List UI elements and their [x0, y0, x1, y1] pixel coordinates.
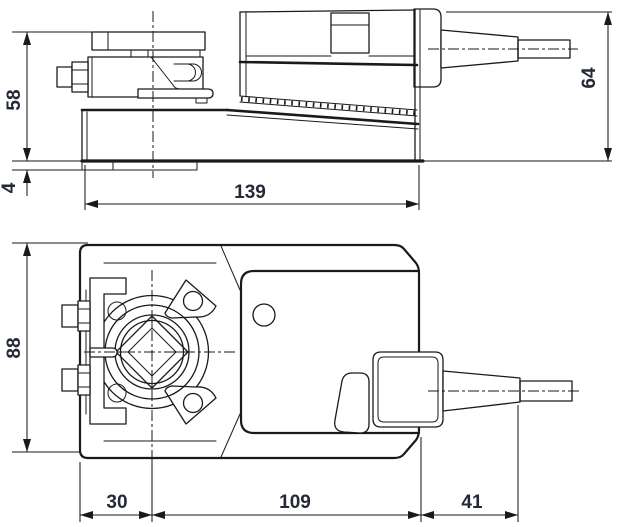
top-clamp — [94, 279, 217, 425]
dim-top-gland-length-label: 41 — [461, 492, 483, 513]
top-bolt-lower — [61, 364, 91, 396]
top-clip-tab — [334, 372, 370, 434]
top-rear-section — [239, 269, 421, 435]
dim-side-length-label: 139 — [234, 182, 266, 203]
clamp-slot — [89, 347, 118, 358]
side-foot — [81, 160, 198, 171]
dim-139: 139 — [84, 165, 420, 210]
side-access-window — [330, 12, 370, 54]
clamp-ear-top — [164, 279, 217, 319]
top-view: 88 30 109 41 — [4, 242, 580, 522]
top-bolt-upper — [61, 300, 91, 332]
dim-4: 4 — [0, 169, 197, 196]
top-button — [252, 303, 276, 327]
clamp-top-plate — [91, 31, 206, 51]
top-front-edge-upper — [103, 245, 241, 291]
side-cable-gland — [413, 8, 578, 88]
dim-64: 64 — [423, 11, 612, 162]
dim-side-foot-label: 4 — [0, 182, 20, 193]
top-front-edge-lower — [103, 413, 241, 458]
top-body-outline — [78, 243, 421, 460]
side-housing — [225, 9, 421, 162]
side-clamp-assembly — [56, 11, 214, 178]
dim-top-body-length-label: 109 — [279, 492, 311, 513]
dim-top-width-label: 88 — [4, 337, 25, 358]
dim-side-gland-height-label: 64 — [579, 67, 600, 89]
dim-top-shaft-offset-label: 30 — [106, 492, 127, 513]
dim-side-height-label: 58 — [4, 89, 25, 110]
clamp-ear-bottom — [164, 385, 217, 425]
dim-58: 58 — [4, 31, 95, 162]
clamp-bolt — [56, 61, 89, 93]
side-view: 58 4 139 64 — [0, 8, 612, 210]
top-cable-gland — [372, 351, 580, 428]
hatch-band — [240, 96, 417, 116]
dim-88: 88 — [4, 242, 88, 453]
clamp-lower-lip — [137, 88, 214, 99]
side-base — [80, 108, 425, 171]
dim-30-109-41: 30 109 41 — [79, 405, 519, 522]
